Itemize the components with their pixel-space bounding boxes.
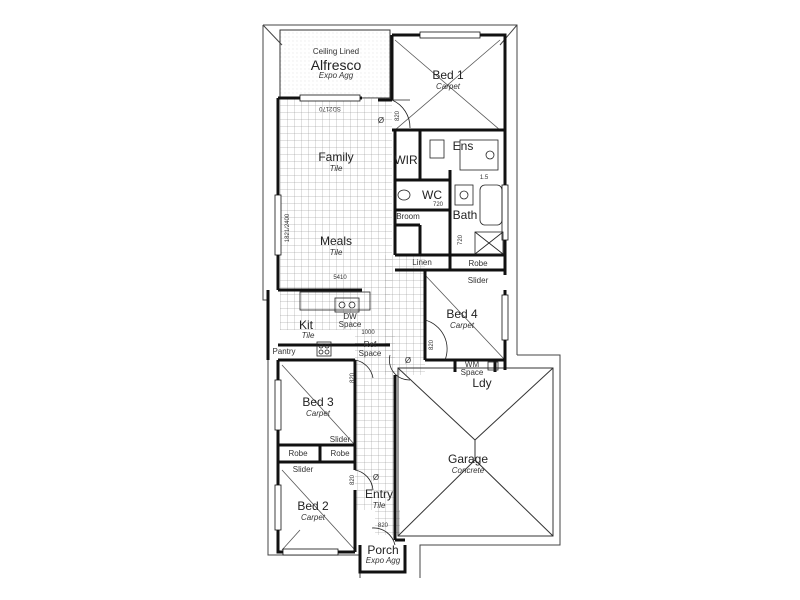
bed1-ceiling-lines — [394, 39, 501, 131]
fixtures — [299, 139, 504, 371]
bed-ceiling-lines — [281, 364, 356, 551]
tiled-floor — [280, 98, 425, 535]
windows — [274, 31, 509, 556]
alfresco-area — [279, 29, 391, 99]
garage-roof-lines — [397, 367, 554, 537]
bed4-ceiling-line — [424, 274, 506, 361]
door-swings — [354, 99, 448, 546]
